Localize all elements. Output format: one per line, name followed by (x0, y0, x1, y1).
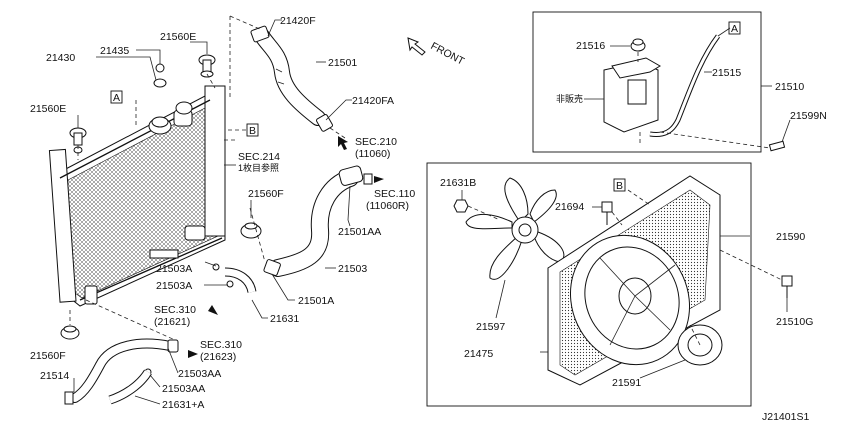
leader-lines-upper-hose (229, 15, 352, 139)
callout-A-left-label: A (113, 92, 120, 104)
label-21560E-top: 21560E (160, 31, 196, 43)
small-hose-21631A (64, 299, 179, 405)
reservoir-group-frame (532, 11, 762, 153)
diagram-id: J21401S1 (762, 411, 809, 423)
upper-hose-21501 (254, 28, 326, 126)
label-21597: 21597 (476, 321, 505, 333)
label-21420F: 21420F (280, 15, 316, 27)
callout-A-right-label: A (731, 23, 738, 35)
bolt-21694 (592, 201, 623, 226)
callout-A-right: A (728, 21, 741, 35)
fan-motor-21591 (639, 324, 723, 379)
arrow-sec210 (338, 136, 348, 150)
label-sec110: SEC.110 (374, 188, 415, 200)
label-21631B: 21631B (440, 177, 476, 189)
label-sec310a: SEC.310 (154, 304, 196, 316)
radiator-cap (148, 101, 193, 135)
label-21475: 21475 (464, 348, 493, 360)
mount-rubber-21560E-left (69, 127, 87, 154)
label-21590: 21590 (776, 231, 805, 243)
drain-cock-21430-21435 (153, 63, 167, 88)
lower-hose-21503 (269, 169, 359, 277)
label-sec310b-ref: (21623) (200, 351, 236, 363)
label-21503A-1: 21503A (156, 263, 192, 275)
mount-rubber-21560F-right (240, 222, 262, 239)
label-21631: 21631 (270, 313, 299, 325)
label-sec310b: SEC.310 (200, 339, 242, 351)
label-21514: 21514 (40, 370, 69, 382)
bolt-21510G (719, 249, 793, 312)
arrow-sec310-21621 (208, 305, 218, 315)
label-21501A: 21501A (298, 295, 334, 307)
callout-B-right-label: B (616, 180, 623, 192)
label-21510: 21510 (775, 81, 804, 93)
label-21503: 21503 (338, 263, 367, 275)
mount-rubber-21560E-top (198, 54, 216, 78)
radiator-core (48, 85, 226, 307)
mount-rubber-21560F-bottom (60, 325, 80, 340)
callout-A-left: A (110, 90, 123, 104)
hose-clamp-21501AA (338, 165, 373, 186)
label-21420FA: 21420FA (352, 95, 394, 107)
label-sec310a-ref: (21621) (154, 316, 190, 328)
label-sec210-ref: (11060) (355, 148, 390, 160)
label-21515: 21515 (712, 67, 741, 79)
arrow-sec110 (374, 176, 384, 183)
label-21560F-right: 21560F (248, 188, 284, 200)
bolt-21631B (453, 190, 501, 221)
label-sec110-ref: (11060R) (366, 200, 409, 212)
label-21430: 21430 (46, 52, 75, 64)
label-21560E-left: 21560E (30, 103, 66, 115)
small-hose-21631 (204, 261, 268, 319)
arrow-sec310-21623 (188, 350, 198, 358)
clip-21599N (768, 119, 791, 152)
label-21591: 21591 (612, 377, 641, 389)
label-sec214-note: 1枚目参照 (238, 162, 279, 173)
leader-lines-lower-hose (249, 185, 351, 301)
leader-lines-left (69, 41, 252, 325)
reservoir-tank-21510 (603, 57, 661, 133)
label-sec214: SEC.214 (238, 151, 280, 163)
label-not-sold: 非販売 (556, 93, 583, 104)
radiator-lower-pipe (84, 225, 206, 305)
label-21510G: 21510G (776, 316, 813, 328)
callout-B-left-label: B (249, 125, 256, 137)
fan-group-frame (426, 162, 752, 407)
reservoir-hose-21515 (649, 27, 731, 137)
label-21435: 21435 (100, 45, 129, 57)
hose-clamp-21420FA (316, 114, 333, 132)
callout-B-right: B (613, 178, 626, 192)
label-21599N: 21599N (790, 110, 827, 122)
label-21516: 21516 (576, 40, 605, 52)
fan-shroud-21590 (540, 175, 750, 386)
front-label: FRONT (429, 40, 467, 68)
label-21503A-2: 21503A (156, 280, 192, 292)
label-21501: 21501 (328, 57, 357, 69)
label-21503AA-1: 21503AA (178, 368, 221, 380)
label-sec210: SEC.210 (355, 136, 397, 148)
label-21560F-bottom: 21560F (30, 350, 66, 362)
label-21694: 21694 (555, 201, 584, 213)
hose-clamp-21501A (263, 259, 281, 276)
leader-line-B-fan (627, 189, 651, 206)
callout-B-left: B (228, 123, 259, 137)
leader-lines-reservoir (584, 85, 772, 149)
front-direction-indicator: FRONT (407, 37, 467, 68)
label-21501AA: 21501AA (338, 226, 381, 238)
reservoir-cap-21516 (610, 38, 646, 62)
label-21503AA-2: 21503AA (162, 383, 205, 395)
fan-blade-21597 (465, 177, 565, 319)
label-21631A: 21631+A (162, 399, 204, 411)
